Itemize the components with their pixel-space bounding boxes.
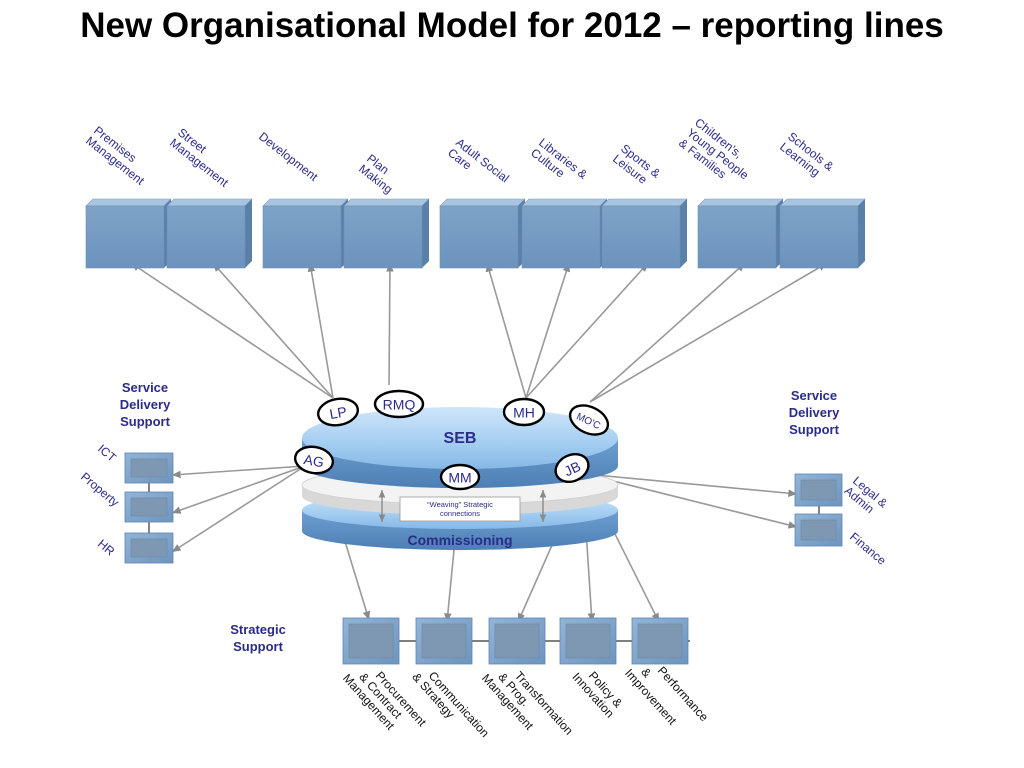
seb-disc [302,407,618,469]
initials-text: LP [328,403,348,422]
strategic-support-heading-line: Strategic [230,622,286,637]
arrow-rmq-plan [386,262,394,386]
top-unit-label-schools: Schools &Learning [777,129,836,179]
arrow-ag-ict [171,465,306,479]
left-unit-box-0 [124,452,174,484]
arrow-lp-street [212,262,334,399]
top-unit-box-street [166,198,253,269]
top-unit-box-children [697,198,784,269]
strategic-support-heading-line: Support [233,639,283,654]
bottom-unit-label-communication: Communication& Strategy [409,669,492,740]
left-unit-label: ICT [95,442,119,466]
left-unit-label: Property [78,470,122,510]
initials-badge: RMQ [373,389,425,419]
left-unit-label: HR [95,537,118,559]
connectors [130,262,828,623]
initials-badge: JB [554,453,590,483]
bottom-unit-label-policy: Policy &Innovation [569,669,625,721]
arrow-mh-libraries [525,262,571,399]
right-unit-label-legal: Legal &Admin [842,474,891,517]
bottom-unit-box-transformation [488,617,546,665]
left-support-heading-line: Service [122,380,168,395]
arrow-moc-children [589,262,746,403]
left-unit-label-text: HR [95,537,118,559]
left-unit-label-text: Property [78,470,122,510]
right-support-heading-line: Service [791,388,837,403]
top-unit-box-sports [601,198,688,269]
arrow-lp-development [307,262,334,399]
initials-group: LP RMQ MH MO'C AG MM JB [293,389,610,491]
page-title: New Organisational Model for 2012 – repo… [80,6,944,45]
top-unit-box-schools [779,198,866,269]
initials-badge: MH [502,397,546,427]
bottom-unit-box-performance [631,617,689,665]
right-unit-label-finance-line: Finance [847,530,889,568]
bottom-unit-box-policy [559,617,617,665]
right-unit-box-legal [794,473,843,507]
left-unit-box-1 [124,491,174,523]
weaving-label: “Weaving” Strategic [427,500,493,509]
arrow-ag-hr [171,465,306,553]
left-support-heading-line: Delivery [120,397,171,412]
weaving-box [399,496,521,522]
seb-label: SEB [444,430,477,447]
right-unit-box-finance [794,513,843,547]
initials-badge: MM [439,463,481,491]
initials-text: MH [513,405,535,421]
initials-badge: MO'C [568,404,610,436]
left-support-group [124,452,174,564]
top-unit-box-adult [439,198,526,269]
top-unit-label-children: Children's,Young People& Families [676,115,751,182]
initials-text: MM [448,470,471,486]
initials-text: AG [303,451,326,470]
arrow-lp-premises [130,262,334,399]
bottom-unit-label-transformation: Transformation& Prog.Management [479,669,576,738]
top-unit-box-plan [343,198,430,269]
right-support-heading-line: Support [789,422,839,437]
commissioning-label: Commissioning [407,532,512,548]
arrow-jb-finance [584,473,798,529]
bottom-unit-box-procurement [342,617,400,665]
initials-badge: AG [293,445,335,475]
right-unit-label-finance: Finance [847,530,889,568]
bottom-unit-box-communication [415,617,473,665]
left-unit-box-2 [124,532,174,564]
initials-text: RMQ [383,397,416,413]
arrow-mh-sports [525,262,649,399]
top-unit-label-libraries: Libraries &Culture [528,135,590,181]
top-unit-box-libraries [521,198,608,269]
top-units-group [85,198,866,269]
bottom-support-group [342,617,690,665]
arrow-jb-legal [584,473,798,498]
right-support-heading-line: Delivery [789,405,840,420]
arrow-mh-adult [485,262,527,399]
initials-text: JB [561,458,583,479]
left-unit-label-text: ICT [95,442,119,466]
top-unit-label-sports: Sports &Leisure [610,141,663,187]
right-support-group [794,473,843,547]
initials-badge: LP [316,397,360,427]
left-support-heading-line: Support [120,414,170,429]
weaving-label: connections [440,509,480,518]
top-unit-label-development: Development [256,129,321,184]
arrow-ag-property [171,465,306,514]
arrow-moc-schools [589,262,828,403]
top-unit-box-premises [85,198,172,269]
top-unit-label-development-line: Development [256,129,321,184]
top-unit-box-development [262,198,349,269]
